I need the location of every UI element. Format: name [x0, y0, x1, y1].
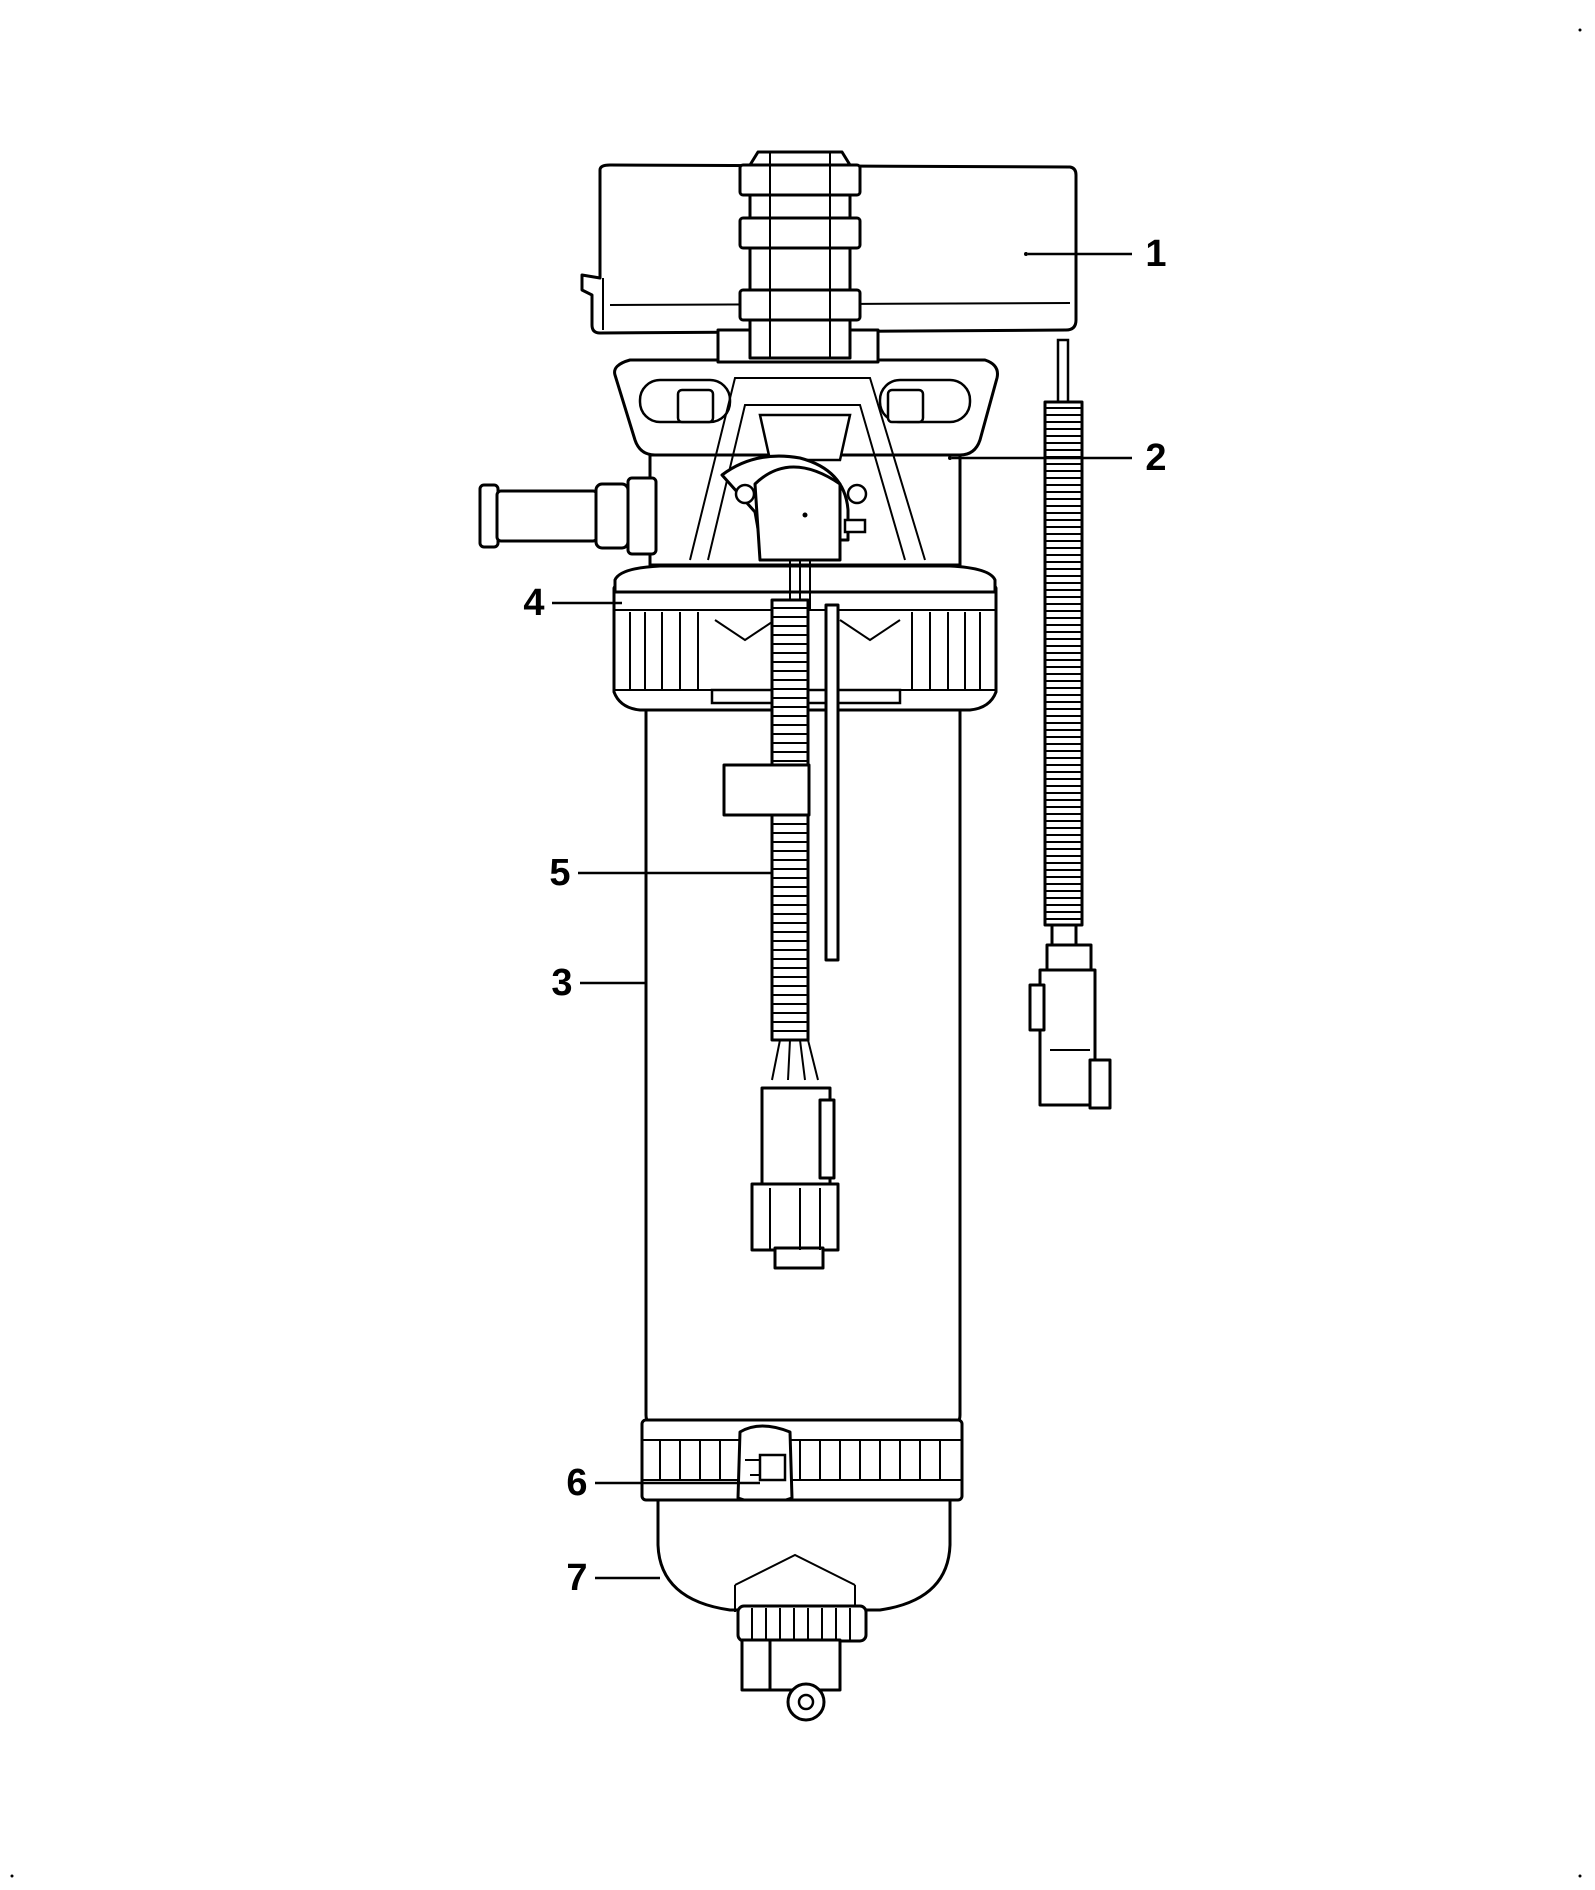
bottom-drain-fitting	[736, 1604, 868, 1722]
callout-2: 2	[948, 437, 1167, 479]
callout-4: 4	[523, 582, 622, 624]
top-fuel-fitting	[738, 150, 862, 360]
callout-6: 6	[566, 1462, 760, 1504]
lower-retaining-ring	[640, 1418, 964, 1502]
callout-label-2: 2	[1145, 437, 1166, 479]
callout-7: 7	[566, 1557, 660, 1599]
corner-mark	[10, 1874, 14, 1878]
callout-3: 3	[551, 962, 645, 1004]
corner-mark	[1578, 28, 1582, 32]
callout-label-7: 7	[566, 1557, 587, 1599]
callout-5: 5	[549, 852, 772, 894]
drain-valve	[736, 1424, 794, 1505]
callout-label-3: 3	[551, 962, 572, 1004]
inlet-port	[478, 476, 658, 556]
callout-1: 1	[1024, 233, 1167, 275]
callout-label-4: 4	[523, 582, 544, 624]
callout-label-5: 5	[549, 852, 570, 894]
callout-label-1: 1	[1145, 233, 1166, 275]
water-separator-bowl	[656, 1498, 952, 1612]
wiring-harness-right	[1028, 338, 1112, 1110]
callout-label-6: 6	[566, 1462, 587, 1504]
corner-mark	[1578, 1874, 1582, 1878]
head-sensor	[720, 454, 868, 562]
wiring-harness-left	[722, 560, 840, 1270]
